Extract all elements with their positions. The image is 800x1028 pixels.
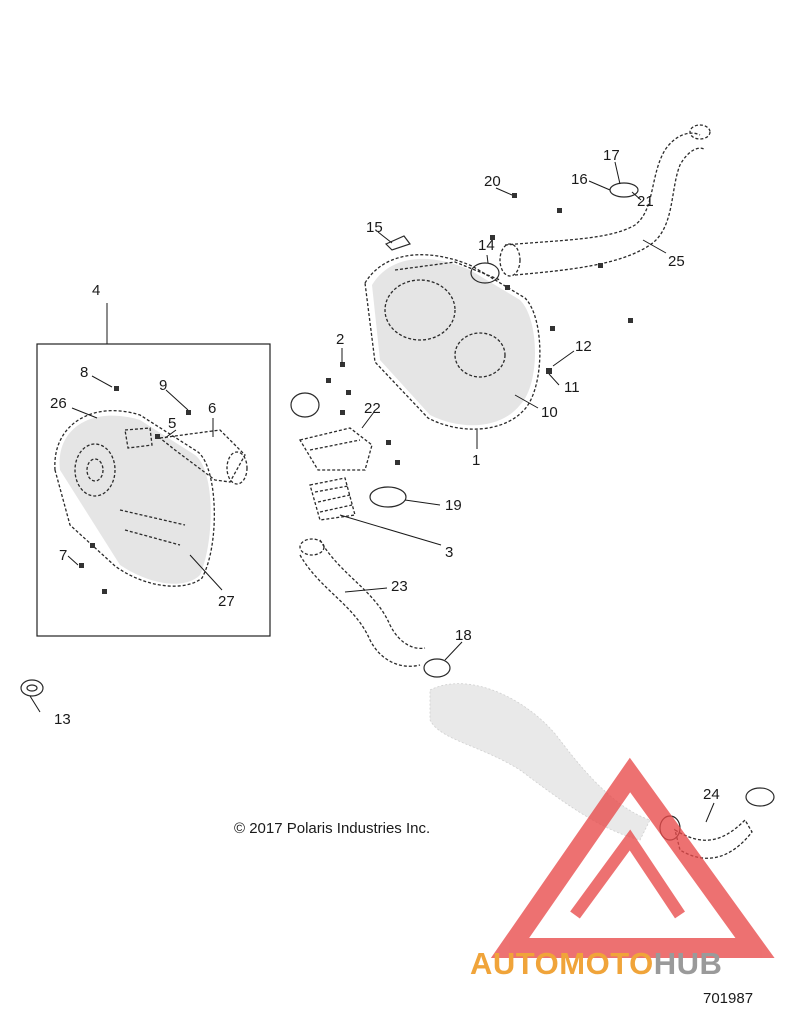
callout-21: 21 bbox=[637, 193, 654, 210]
watermark-logo bbox=[490, 757, 775, 958]
callout-24: 24 bbox=[703, 786, 720, 803]
callout-9: 9 bbox=[159, 377, 167, 394]
callout-25: 25 bbox=[668, 253, 685, 270]
outlet-duct-25 bbox=[499, 124, 711, 277]
callout-4: 4 bbox=[92, 282, 100, 299]
inset-bolts bbox=[79, 386, 191, 594]
callout-17: 17 bbox=[603, 147, 620, 164]
inset-frame bbox=[36, 343, 271, 637]
callout-3: 3 bbox=[445, 544, 453, 561]
clamp-18 bbox=[423, 658, 451, 678]
watermark-text-part2: HUB bbox=[653, 946, 723, 981]
callout-19: 19 bbox=[445, 497, 462, 514]
callout-1: 1 bbox=[472, 452, 480, 469]
outer-clutch-cover bbox=[364, 254, 541, 430]
callouts: 1 2 3 4 5 6 7 8 9 10 11 12 13 14 15 16 1… bbox=[50, 147, 720, 803]
watermark-text-part1: AUTOMOTO bbox=[470, 946, 654, 981]
callout-6: 6 bbox=[208, 400, 216, 417]
ghost-duct bbox=[429, 683, 651, 841]
cover-bolts bbox=[326, 193, 633, 465]
callout-27: 27 bbox=[218, 593, 235, 610]
clamp-19 bbox=[369, 486, 407, 508]
drawing-number: 701987 bbox=[703, 990, 754, 1007]
leader-lines bbox=[29, 161, 715, 823]
clamp-13 bbox=[20, 679, 44, 697]
filter-3 bbox=[309, 477, 356, 521]
copyright-text: © 2017 Polaris Industries Inc. bbox=[234, 820, 431, 837]
callout-13: 13 bbox=[54, 711, 71, 728]
clamp-14 bbox=[470, 262, 500, 284]
callout-12: 12 bbox=[575, 338, 592, 355]
callout-7: 7 bbox=[59, 547, 67, 564]
callout-2: 2 bbox=[336, 331, 344, 348]
callout-20: 20 bbox=[484, 173, 501, 190]
callout-11: 11 bbox=[564, 379, 580, 396]
clamp-17 bbox=[609, 182, 639, 198]
callout-18: 18 bbox=[455, 627, 472, 644]
hose-23 bbox=[299, 538, 426, 667]
callout-26: 26 bbox=[50, 395, 67, 412]
watermark-text: AUTOMOTOHUB bbox=[470, 946, 722, 982]
callout-16: 16 bbox=[571, 171, 588, 188]
callout-14: 14 bbox=[478, 237, 495, 254]
duct-part-6 bbox=[158, 429, 248, 485]
inner-clutch-cover bbox=[54, 410, 215, 587]
callout-10: 10 bbox=[541, 404, 558, 421]
callout-5: 5 bbox=[168, 415, 176, 432]
clamp-2 bbox=[290, 392, 320, 418]
shim-15 bbox=[384, 235, 411, 251]
callout-22: 22 bbox=[364, 400, 381, 417]
callout-23: 23 bbox=[391, 578, 408, 595]
callout-15: 15 bbox=[366, 219, 383, 236]
intake-22 bbox=[298, 427, 373, 471]
callout-8: 8 bbox=[80, 364, 88, 381]
